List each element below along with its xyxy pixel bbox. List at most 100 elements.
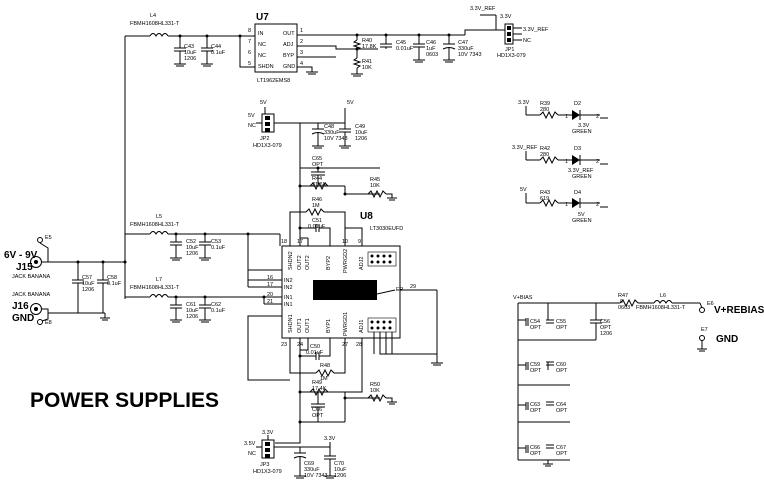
jp2-part: HD1X3-079 <box>253 143 282 149</box>
c51-ref: C51 <box>312 218 322 224</box>
d2-pin1: 1 <box>565 114 568 120</box>
r44-ref: R44 <box>312 176 322 182</box>
r47-pkg: 0603 <box>618 305 630 311</box>
jp3-33v-net: 3.3V <box>262 430 274 436</box>
u8-exposed-pad <box>313 280 377 300</box>
r43-val: 619 <box>540 196 549 202</box>
c69-pkg: 10V 7343 <box>304 473 328 479</box>
j15-ref: J15 <box>16 262 33 273</box>
r50-val: 10K <box>370 388 380 394</box>
u7-num-2: 2 <box>300 39 303 45</box>
d3-net: 3.3V_REF <box>512 145 538 151</box>
u7-regulator: U7 LT1962EMS8 IN NC NC SHDN 8 7 6 5 OUT … <box>248 12 303 84</box>
u8-num-9: 9 <box>358 239 361 245</box>
vbias-net: V+BIAS <box>513 295 533 301</box>
r43-ref: R43 <box>540 190 550 196</box>
u7-num-3: 3 <box>300 50 303 56</box>
c61-ref: C61 <box>186 302 196 308</box>
u7-pin-shdn: SHDN <box>258 64 274 70</box>
jumper-jp1: 3.3V_REF 3.3V 3.3V_REF NC JP1 HD1X3-079 <box>470 6 549 59</box>
e6-pin: E6 <box>707 301 714 307</box>
c64-ref: C64 <box>556 402 566 408</box>
j16-ref: J16 <box>12 301 29 312</box>
u7-part: LT1962EMS8 <box>257 78 290 84</box>
r47-val: 0 <box>620 299 623 305</box>
c65-ref: C65 <box>312 156 322 162</box>
c53-ref: C53 <box>211 239 221 245</box>
u7-ref: U7 <box>256 12 269 23</box>
c50-ref: C50 <box>310 344 320 350</box>
u8-wires <box>125 123 437 444</box>
c66b-val: OPT <box>530 451 542 457</box>
c70-ref: C70 <box>334 461 344 467</box>
u7-wires <box>125 29 505 77</box>
c61-pkg: 1206 <box>186 314 198 320</box>
d3-color: GREEN <box>572 174 592 180</box>
d4-volt: 5V <box>578 212 585 218</box>
c49-ref: C49 <box>355 124 365 130</box>
jp3-nc: NC <box>248 451 256 457</box>
j16-name: JACK BANANA <box>12 292 51 298</box>
c53-val: 0.1uF <box>211 245 226 251</box>
c66-val: OPT <box>312 413 324 419</box>
c70-pkg: 1206 <box>334 473 346 479</box>
c56-pkg: 1206 <box>600 331 612 337</box>
c48-ref: C48 <box>324 124 334 130</box>
u8-left-in1a: IN1 <box>284 295 293 301</box>
u8-num-21: 21 <box>267 299 273 305</box>
r41-ref: R41 <box>362 59 372 65</box>
j16-voltage: GND <box>12 313 34 324</box>
u8-num-16: 16 <box>267 275 273 281</box>
jp2-5v-pin: 5V <box>248 113 255 119</box>
u8-ref: U8 <box>360 211 373 222</box>
c51-val: 0.01uF <box>308 224 326 230</box>
u7-num-6: 6 <box>248 50 251 56</box>
u8-bot-shdn1: SHDN1 <box>288 314 294 333</box>
r47-ref: R47 <box>618 293 628 299</box>
c52-pkg: 1206 <box>186 251 198 257</box>
d2-color: GREEN <box>572 129 592 135</box>
jp3-caps: 3.3V C69 330uF 10V 7343 C70 10uF 1206 <box>293 436 347 479</box>
r44-val: 31.6K <box>312 182 327 188</box>
d3-ref: D3 <box>574 146 581 152</box>
l4-ref: L4 <box>150 13 156 19</box>
u8-top-adj2: ADJ2 <box>359 257 365 270</box>
c62-ref: C62 <box>211 302 221 308</box>
r46-ref: R46 <box>312 197 322 203</box>
u8-num-28: 28 <box>356 342 362 348</box>
r46-val: 1M <box>312 203 320 209</box>
d3-pin2: 2 <box>596 159 599 165</box>
jumper-jp3: 3.3V 3.5V NC JP3 HD1X3-079 <box>244 430 300 475</box>
d4-net: 5V <box>520 187 527 193</box>
banana-jack-j16-core <box>34 307 38 311</box>
e7-pin: E7 <box>701 327 708 333</box>
vbias-section: V+BIAS E6 V+REBIAS E7 GND R47 0 0603 L6 … <box>513 293 764 467</box>
c55-val: OPT <box>556 325 568 331</box>
c43-val: 10uF <box>184 50 197 56</box>
u7-pin-nc2: NC <box>258 53 266 59</box>
u7-num-8: 8 <box>248 28 251 34</box>
jp1-pin-33ref: 3.3V_REF <box>523 27 549 33</box>
jp1-ref: JP1 <box>505 47 514 53</box>
r45-ref: R45 <box>370 177 380 183</box>
r45-val: 10K <box>370 183 380 189</box>
u8-regulator: U8 LT3030EUFD EP 29 SHDN2 OUT2 OUT2 BYP2… <box>267 211 443 366</box>
led-d2: 3.3V R39 280 D2 3.3V GREEN 1 2 <box>518 100 608 135</box>
pin-e8 <box>37 319 43 325</box>
u7-num-1: 1 <box>300 28 303 34</box>
c57-pkg: 1206 <box>82 287 94 293</box>
led-d4: 5V R43 619 D4 5V GREEN 1 2 <box>520 187 608 224</box>
u8-left-in1b: IN1 <box>284 302 293 308</box>
u8-bot-pwrgd1: PWRGD1 <box>343 312 349 336</box>
l5-ref: L5 <box>156 214 162 220</box>
u8-top-shdn2: SHDN2 <box>288 251 294 270</box>
c50-val: 0.01uF <box>306 350 324 356</box>
u7-num-5: 5 <box>248 61 251 67</box>
connector-j15: E5 6V - 9V J15 JACK BANANA <box>4 235 52 280</box>
c56-val: OPT <box>600 325 612 331</box>
c69-val: 330uF <box>304 467 320 473</box>
connector-j16: E8 JACK BANANA J16 GND <box>12 292 52 326</box>
l5-part: FBMH1608HL331-T <box>130 222 180 228</box>
r39-ref: R39 <box>540 101 550 107</box>
jp1-pin-nc: NC <box>523 38 531 44</box>
